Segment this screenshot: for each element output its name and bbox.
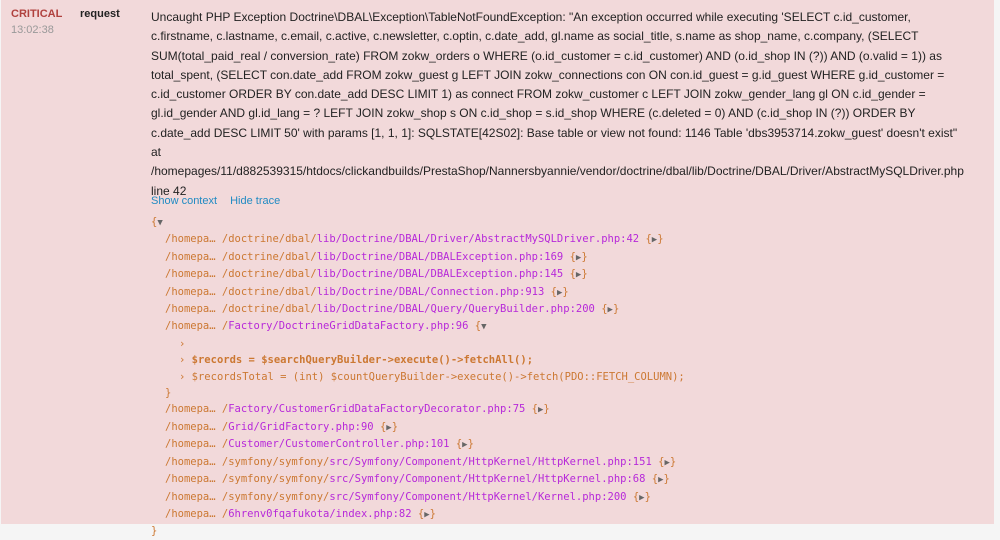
frame-path[interactable]: 6hrenv0fqafukota/index.php:82 [228, 507, 412, 520]
frame-path[interactable]: lib/Doctrine/DBAL/Driver/AbstractMySQLDr… [316, 233, 640, 246]
frame-path[interactable]: Grid/GridFactory.php:90 [228, 420, 374, 433]
message-line: gl.id_gender AND gl.id_lang = ? LEFT JOI… [151, 106, 916, 121]
trace-frame: /homepa… /doctrine/dbal/lib/Doctrine/DBA… [165, 285, 569, 298]
frame-prefix: /homepa… /doctrine/dbal/ [165, 303, 317, 316]
trace-frame: /homepa… /symfony/symfony/src/Symfony/Co… [165, 473, 670, 486]
expand-toggle-icon[interactable]: ▶ [658, 475, 664, 486]
stack-trace: {▼ /homepa… /doctrine/dbal/lib/Doctrine/… [151, 214, 685, 540]
log-timestamp: 13:02:38 [11, 24, 54, 36]
collapse-toggle-icon[interactable]: ▼ [481, 322, 487, 333]
context-line: › [151, 336, 685, 352]
expand-toggle-icon[interactable]: ▶ [556, 287, 563, 298]
message-line: c.date_add DESC LIMIT 50' with params [1… [151, 125, 958, 140]
expand-toggle-icon[interactable]: ▶ [575, 252, 582, 263]
frame-close: } [151, 385, 685, 401]
trace-close: } [151, 523, 685, 539]
message-line: total_spent, (SELECT con.date_add FROM z… [151, 67, 945, 82]
expand-toggle-icon[interactable]: ▶ [639, 492, 645, 503]
context-arrow-icon: › [179, 370, 186, 383]
close-brace: } [151, 525, 158, 538]
message-line: SUM(total_paid_real / conversion_rate) F… [151, 48, 942, 63]
message-line: Uncaught PHP Exception Doctrine\DBAL\Exc… [151, 10, 911, 24]
trace-frame: /homepa… /Customer/CustomerController.ph… [165, 438, 474, 451]
trace-frame: /homepa… /Grid/GridFactory.php:90 {▶} [165, 420, 399, 433]
frame-prefix: /homepa… /symfony/symfony/ [165, 455, 330, 468]
trace-frame: /homepa… /Factory/CustomerGridDataFactor… [165, 403, 550, 416]
context-arrow-icon: › [179, 337, 186, 350]
frame-path[interactable]: src/Symfony/Component/HttpKernel/Kernel.… [329, 490, 627, 503]
frame-prefix: /homepa… / [165, 507, 229, 520]
expand-toggle-icon[interactable]: ▶ [386, 422, 392, 433]
frame-path[interactable]: lib/Doctrine/DBAL/Connection.php:913 [316, 285, 545, 298]
message-line: c.firstname, c.lastname, c.email, c.acti… [151, 29, 919, 44]
trace-frame-expanded: /homepa… /Factory/DoctrineGridDataFactor… [165, 320, 487, 333]
expand-toggle-icon[interactable]: ▶ [575, 270, 582, 281]
close-brace: } [165, 387, 172, 400]
expand-toggle-icon[interactable]: ▶ [607, 305, 613, 316]
trace-frame: /homepa… /symfony/symfony/src/Symfony/Co… [165, 490, 651, 503]
message-line: c.id_customer ORDER BY con.date_add DESC… [151, 87, 926, 102]
log-channel: request [80, 8, 120, 20]
collapse-toggle-icon[interactable]: ▼ [157, 218, 163, 228]
message-line: line 42 [151, 183, 187, 198]
frame-prefix: /homepa… /doctrine/dbal/ [165, 268, 317, 281]
frame-path[interactable]: src/Symfony/Component/HttpKernel/HttpKer… [329, 473, 646, 486]
context-code: $recordsTotal = (int) $countQueryBuilder… [191, 370, 685, 383]
context-line: › $recordsTotal = (int) $countQueryBuild… [151, 369, 685, 385]
frame-path[interactable]: lib/Doctrine/DBAL/DBALException.php:145 [316, 268, 564, 281]
frame-path[interactable]: Factory/DoctrineGridDataFactory.php:96 [228, 320, 469, 333]
message-line: at [151, 145, 162, 160]
trace-frame: /homepa… /doctrine/dbal/lib/Doctrine/DBA… [165, 268, 588, 281]
expand-toggle-icon[interactable]: ▶ [651, 235, 658, 246]
frame-path[interactable]: lib/Doctrine/DBAL/Query/QueryBuilder.php… [316, 303, 595, 316]
frame-prefix: /homepa… /doctrine/dbal/ [165, 285, 317, 298]
frame-prefix: /homepa… / [165, 403, 229, 416]
context-arrow-icon: › [179, 354, 186, 367]
expand-toggle-icon[interactable]: ▶ [664, 457, 670, 468]
expand-toggle-icon[interactable]: ▶ [538, 405, 544, 416]
show-context-link[interactable]: Show context [151, 195, 218, 207]
frame-prefix: /homepa… / [165, 438, 229, 451]
log-level-badge: CRITICAL [11, 8, 63, 20]
frame-prefix: /homepa… /doctrine/dbal/ [165, 233, 317, 246]
frame-prefix: /homepa… /symfony/symfony/ [165, 490, 330, 503]
context-line-highlighted: › $records = $searchQueryBuilder->execut… [151, 352, 685, 368]
log-actions: Show context Hide trace [151, 195, 290, 207]
trace-frame: /homepa… /6hrenv0fqafukota/index.php:82 … [165, 507, 436, 520]
trace-frame: /homepa… /symfony/symfony/src/Symfony/Co… [165, 455, 677, 468]
frame-prefix: /homepa… /symfony/symfony/ [165, 473, 330, 486]
trace-frame: /homepa… /doctrine/dbal/lib/Doctrine/DBA… [165, 233, 664, 246]
frame-prefix: /homepa… / [165, 320, 229, 333]
hide-trace-link[interactable]: Hide trace [230, 195, 281, 207]
context-code: $records = $searchQueryBuilder->execute(… [191, 354, 534, 367]
trace-frame: /homepa… /doctrine/dbal/lib/Doctrine/DBA… [165, 250, 588, 263]
open-brace: { [151, 216, 158, 228]
frame-path[interactable]: Factory/CustomerGridDataFactoryDecorator… [228, 403, 526, 416]
expand-toggle-icon[interactable]: ▶ [424, 509, 430, 520]
log-message: Uncaught PHP Exception Doctrine\DBAL\Exc… [151, 8, 989, 201]
frame-path[interactable]: lib/Doctrine/DBAL/DBALException.php:169 [316, 250, 564, 263]
frame-path[interactable]: Customer/CustomerController.php:101 [228, 438, 450, 451]
expand-toggle-icon[interactable]: ▶ [462, 440, 468, 451]
trace-open: {▼ [151, 214, 685, 231]
trace-frame: /homepa… /doctrine/dbal/lib/Doctrine/DBA… [165, 303, 620, 316]
frame-prefix: /homepa… /doctrine/dbal/ [165, 250, 317, 263]
frame-prefix: /homepa… / [165, 420, 229, 433]
frame-path[interactable]: src/Symfony/Component/HttpKernel/HttpKer… [329, 455, 652, 468]
message-line: /homepages/11/d882539315/htdocs/clickand… [151, 164, 964, 179]
